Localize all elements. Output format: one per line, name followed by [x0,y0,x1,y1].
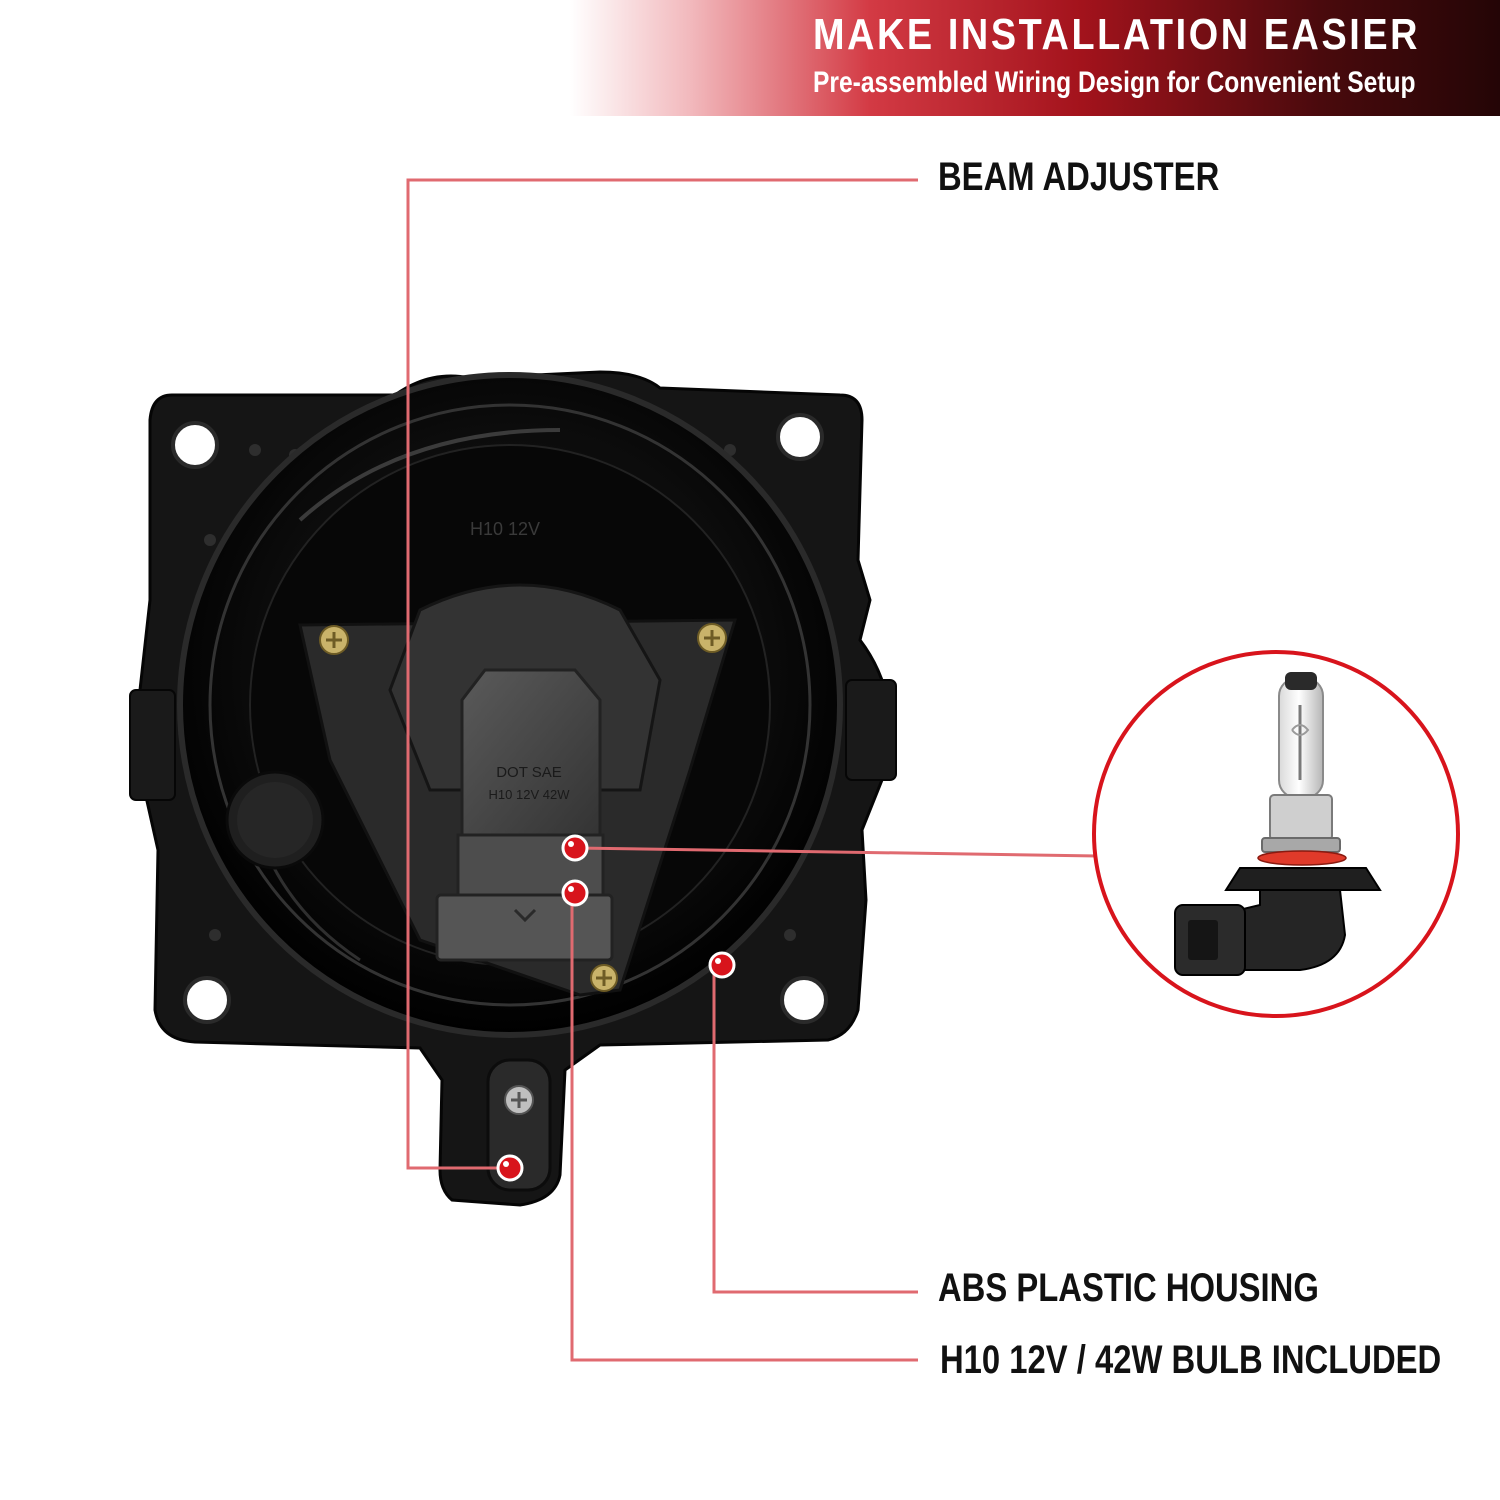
side-plug [225,770,325,870]
banner-subtitle: Pre-assembled Wiring Design for Convenie… [813,66,1416,99]
callout-beam-adjuster: BEAM ADJUSTER [938,155,1220,199]
marker-dots [496,834,736,1182]
marker-dot-abs-housing [708,951,736,979]
marker-dot-bulb-detail [561,834,589,862]
bulb-marking-line1: DOT SAE [496,764,562,781]
callout-abs-housing: ABS PLASTIC HOUSING [938,1266,1319,1310]
marker-dot-beam-adjuster [496,1154,524,1182]
faint-bowl-marking: H10 12V [470,519,540,539]
leader-bulb-detail [574,846,1099,858]
banner-title: MAKE INSTALLATION EASIER [813,10,1421,59]
marker-dot-bulb-included [561,879,589,907]
leader-beam-adjuster [406,178,918,1170]
header-banner: MAKE INSTALLATION EASIER Pre-assembled W… [0,0,1500,116]
callout-bulb-included: H10 12V / 42W BULB INCLUDED [940,1338,1442,1382]
bulb-detail-inset [1092,650,1460,1018]
bulb-marking-line2: H10 12V 42W [489,787,571,802]
bulb-connector: DOT SAE H10 12V 42W [435,668,614,962]
